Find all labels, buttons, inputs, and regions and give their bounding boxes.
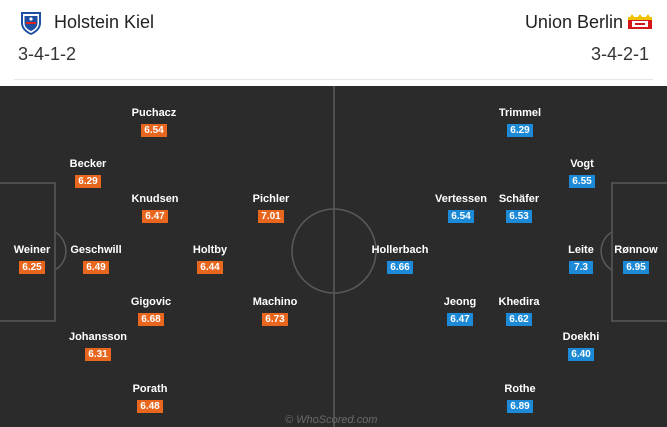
player-rating: 7.3: [569, 261, 593, 274]
away-penalty-box: [611, 182, 667, 322]
away-player[interactable]: Vogt 6.55: [542, 158, 622, 189]
home-formation: 3-4-1-2: [18, 44, 77, 64]
player-name: Porath: [132, 383, 168, 395]
player-rating: 6.66: [387, 261, 413, 274]
player-rating: 6.68: [138, 313, 164, 326]
away-player[interactable]: Rønnow 6.95: [596, 244, 667, 275]
player-rating: 6.40: [568, 348, 594, 361]
player-rating: 6.62: [506, 313, 532, 326]
player-rating: 6.54: [141, 124, 167, 137]
away-player[interactable]: Doekhi 6.40: [541, 331, 621, 362]
away-penalty-arc: [600, 231, 613, 271]
home-player[interactable]: Johansson 6.31: [58, 331, 138, 362]
player-rating: 6.95: [623, 261, 649, 274]
player-name: Weiner: [13, 244, 51, 256]
player-rating: 7.01: [258, 210, 284, 223]
player-rating: 6.49: [83, 261, 109, 274]
home-player[interactable]: Pichler 7.01: [231, 193, 311, 224]
away-player[interactable]: Vertessen 6.54: [421, 193, 501, 224]
player-rating: 6.89: [507, 400, 533, 413]
home-penalty-arc: [54, 231, 67, 271]
player-rating: 6.53: [506, 210, 532, 223]
home-player[interactable]: Gigovic 6.68: [111, 296, 191, 327]
header-divider: [14, 79, 653, 80]
player-name: Knudsen: [131, 193, 179, 205]
holstein-kiel-crest-icon: [21, 12, 41, 35]
home-player[interactable]: Machino 6.73: [235, 296, 315, 327]
player-name: Rothe: [504, 383, 536, 395]
away-player[interactable]: Trimmel 6.29: [480, 107, 560, 138]
match-header: Holstein Kiel 3-4-1-2 Union Berlin 3-4-2…: [0, 0, 667, 86]
union-berlin-crest-icon: [628, 14, 652, 29]
home-penalty-box: [0, 182, 56, 322]
center-circle: [291, 208, 377, 294]
home-player[interactable]: Porath 6.48: [110, 383, 190, 414]
player-name: Jeong: [443, 296, 477, 308]
player-name: Becker: [69, 158, 107, 170]
player-rating: 6.54: [448, 210, 474, 223]
player-name: Rønnow: [614, 244, 658, 256]
away-player[interactable]: Rothe 6.89: [480, 383, 560, 414]
player-rating: 6.29: [75, 175, 101, 188]
player-name: Pichler: [252, 193, 290, 205]
player-name: Vogt: [570, 158, 594, 170]
player-rating: 6.25: [19, 261, 45, 274]
player-name: Schäfer: [498, 193, 540, 205]
player-name: Khedira: [498, 296, 540, 308]
player-name: Doekhi: [562, 331, 600, 343]
player-rating: 6.44: [197, 261, 223, 274]
home-player[interactable]: Becker 6.29: [48, 158, 128, 189]
player-name: Holtby: [192, 244, 228, 256]
player-rating: 6.29: [507, 124, 533, 137]
player-rating: 6.73: [262, 313, 288, 326]
away-player[interactable]: Jeong 6.47: [420, 296, 500, 327]
home-player[interactable]: Knudsen 6.47: [115, 193, 195, 224]
home-player[interactable]: Holtby 6.44: [170, 244, 250, 275]
player-name: Vertessen: [435, 193, 487, 205]
home-player[interactable]: Weiner 6.25: [0, 244, 72, 275]
away-team-name[interactable]: Union Berlin: [524, 12, 623, 32]
pitch-markings: [0, 86, 667, 427]
player-rating: 6.47: [447, 313, 473, 326]
player-name: Trimmel: [498, 107, 542, 119]
player-name: Johansson: [68, 331, 128, 343]
player-name: Machino: [252, 296, 298, 308]
player-rating: 6.31: [85, 348, 111, 361]
home-team-name[interactable]: Holstein Kiel: [54, 12, 155, 32]
player-name: Leite: [568, 244, 594, 256]
away-player[interactable]: Schäfer 6.53: [479, 193, 559, 224]
player-rating: 6.55: [569, 175, 595, 188]
player-name: Gigovic: [130, 296, 172, 308]
away-player[interactable]: Khedira 6.62: [479, 296, 559, 327]
player-name: Hollerbach: [371, 244, 429, 256]
player-rating: 6.48: [137, 400, 163, 413]
home-player[interactable]: Geschwill 6.49: [56, 244, 136, 275]
away-formation: 3-4-2-1: [590, 44, 649, 64]
away-player[interactable]: Leite 7.3: [541, 244, 621, 275]
pitch: Weiner 6.25 Becker 6.29 Geschwill 6.49 J…: [0, 86, 667, 427]
player-rating: 6.47: [142, 210, 168, 223]
home-player[interactable]: Puchacz 6.54: [114, 107, 194, 138]
watermark: © WhoScored.com: [285, 414, 378, 426]
player-name: Geschwill: [70, 244, 122, 256]
away-player[interactable]: Hollerbach 6.66: [360, 244, 440, 275]
player-name: Puchacz: [131, 107, 177, 119]
